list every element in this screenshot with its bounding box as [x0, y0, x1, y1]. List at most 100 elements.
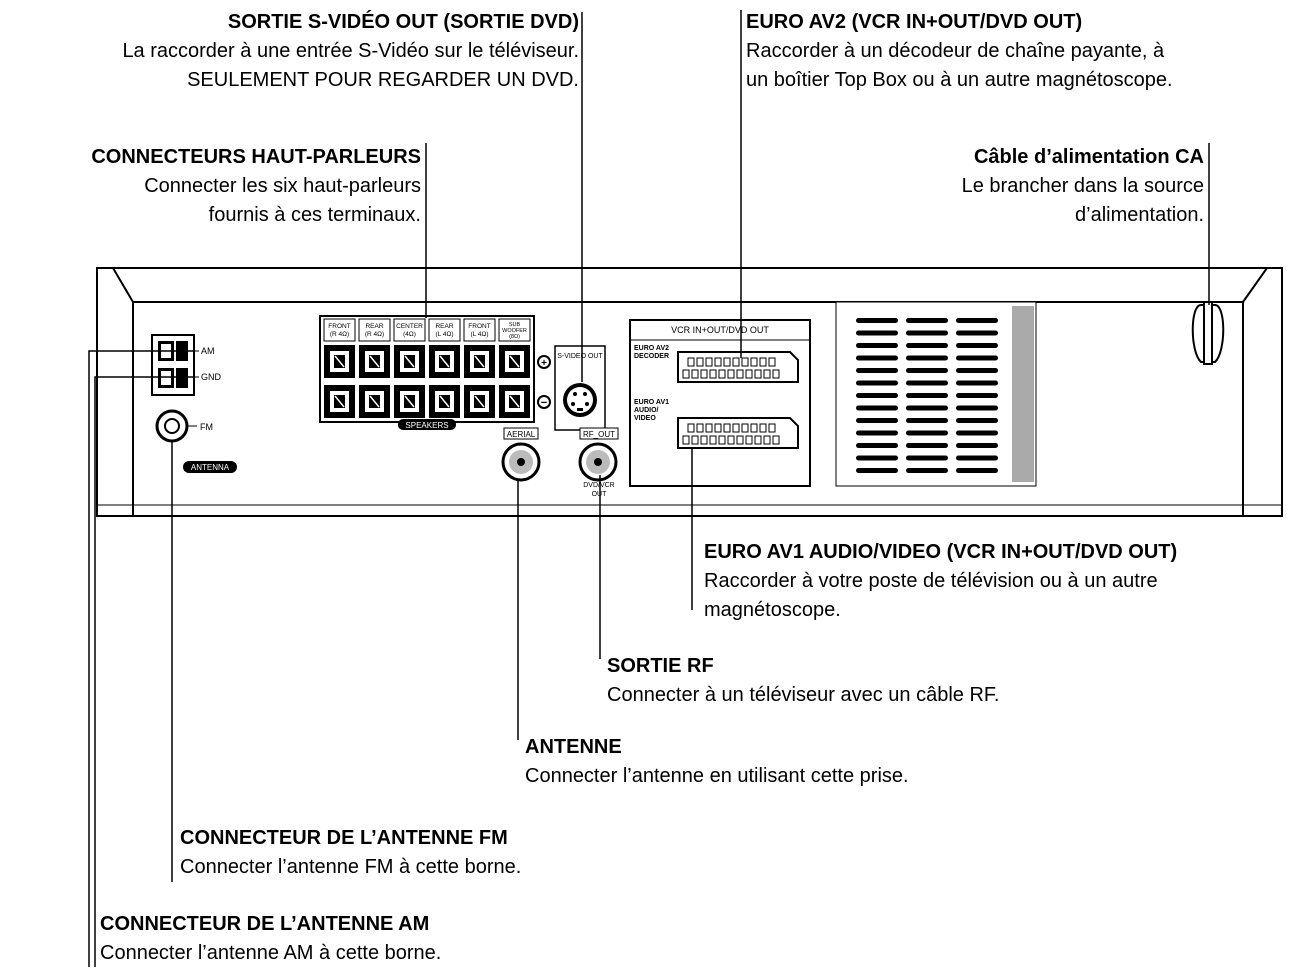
callout-fm-line1: Connecter l’antenne FM à cette borne.	[180, 856, 522, 878]
vent-slot	[906, 455, 948, 461]
callout-power-line2: d’alimentation.	[1075, 204, 1204, 226]
vent-slot	[906, 355, 948, 361]
speaker-label-text: (L 4Ω)	[471, 331, 489, 338]
speaker-label-text: REAR	[365, 323, 383, 330]
speaker-terminal	[464, 345, 495, 378]
callout-svideo-line1: La raccorder à une entrée S-Vidéo sur le…	[122, 40, 579, 62]
callout-rf-out: SORTIE RF Connecter à un téléviseur avec…	[607, 652, 999, 710]
callout-euro-av2-line1: Raccorder à un décodeur de chaîne payant…	[746, 40, 1165, 62]
euro-av1-audio-label: AUDIO/	[634, 407, 659, 414]
vent-slot	[956, 455, 998, 461]
vent-slot	[856, 443, 898, 448]
speaker-terminal	[324, 385, 355, 418]
svideo-out-connector: S-VIDEO OUT	[554, 345, 606, 431]
vent-slot	[856, 468, 898, 473]
callout-euro-av1-title: EURO AV1 AUDIO/VIDEO (VCR IN+OUT/DVD OUT…	[704, 541, 1178, 563]
aerial-label: AERIAL	[507, 430, 536, 439]
speaker-label-text: REAR	[435, 323, 453, 330]
callout-power: Câble d’alimentation CA Le brancher dans…	[962, 143, 1204, 230]
vent-slot	[856, 393, 898, 398]
callout-svideo-title: SORTIE S-VIDÉO OUT (SORTIE DVD)	[227, 11, 579, 33]
vent-slot	[956, 418, 998, 423]
callout-power-line1: Le brancher dans la source	[961, 175, 1204, 197]
vent-slot	[906, 468, 948, 473]
speaker-terminal	[464, 385, 495, 418]
vent-slot	[906, 343, 948, 348]
speaker-terminal	[324, 345, 355, 378]
speaker-label-text: (4Ω)	[403, 331, 416, 338]
callout-fm-title: CONNECTEUR DE L’ANTENNE FM	[180, 827, 508, 849]
am-gnd-terminal: AM GND	[151, 334, 222, 396]
speaker-label-box	[323, 318, 356, 342]
vcr-header-label: VCR IN+OUT/DVD OUT	[671, 325, 769, 335]
callout-speakers: CONNECTEURS HAUT-PARLEURS Connecter les …	[91, 143, 421, 230]
speaker-label-box	[498, 318, 531, 342]
callout-euro-av1-line1: Raccorder à votre poste de télévision ou…	[704, 570, 1158, 592]
vent-slot	[956, 468, 998, 473]
callout-speakers-line2: fournis à ces terminaux.	[208, 204, 421, 226]
vent-slot	[906, 318, 948, 323]
callout-euro-av2: EURO AV2 (VCR IN+OUT/DVD OUT) Raccorder …	[746, 8, 1173, 95]
power-cable	[1191, 301, 1225, 365]
euro-av2-label: EURO AV2	[634, 345, 669, 352]
speaker-terminal	[394, 345, 425, 378]
callout-fm: CONNECTEUR DE L’ANTENNE FM Connecter l’a…	[180, 824, 521, 882]
speaker-label-box	[393, 318, 426, 342]
vent-slot	[906, 380, 948, 386]
vent-slot	[956, 318, 998, 323]
speaker-label-text: (R 4Ω)	[365, 331, 384, 338]
scart-connector	[677, 351, 799, 383]
chassis	[96, 267, 1283, 517]
callout-euro-av2-line2: un boîtier Top Box ou à un autre magnéto…	[746, 69, 1173, 91]
leader-lines	[88, 10, 1210, 967]
aerial-connector: AERIAL	[501, 427, 541, 482]
vent-slot	[956, 393, 998, 398]
ventilation-grille	[835, 301, 1037, 487]
vent-slot	[906, 393, 948, 398]
euro-av1-label: EURO AV1	[634, 399, 669, 406]
speaker-label-box	[428, 318, 461, 342]
vent-slot	[956, 343, 998, 348]
callout-euro-av2-title: EURO AV2 (VCR IN+OUT/DVD OUT)	[746, 11, 1083, 33]
rf-out-connector: RF_OUT DVD/VCR OUT	[578, 427, 619, 498]
vent-slot	[906, 430, 948, 436]
vent-slot	[856, 430, 898, 436]
dvd-vcr-label: DVD/VCR	[583, 482, 615, 489]
callout-svideo-line2: SEULEMENT POUR REGARDER UN DVD.	[187, 69, 579, 91]
vent-slot	[906, 405, 948, 411]
vent-slot	[856, 318, 898, 323]
speaker-label-text: (8Ω)	[509, 334, 520, 340]
speaker-label-box	[358, 318, 391, 342]
speaker-label-text: CENTER	[396, 323, 423, 330]
speaker-terminal	[359, 345, 390, 378]
callout-am: CONNECTEUR DE L’ANTENNE AM Connecter l’a…	[100, 910, 441, 968]
callout-antenna: ANTENNE Connecter l’antenne en utilisant…	[525, 733, 909, 791]
svg-text:+: +	[541, 358, 547, 369]
antenna-panel-label: ANTENNA	[191, 463, 230, 472]
fm-label: FM	[200, 422, 213, 432]
speaker-terminal	[429, 385, 460, 418]
callout-rf-out-line1: Connecter à un téléviseur avec un câble …	[607, 684, 1000, 706]
gnd-label: GND	[201, 372, 222, 382]
callout-antenna-title: ANTENNE	[525, 736, 622, 758]
vent-slot	[956, 405, 998, 411]
vent-slot	[956, 443, 998, 448]
speaker-terminal	[359, 385, 390, 418]
callout-am-title: CONNECTEUR DE L’ANTENNE AM	[100, 913, 430, 935]
speaker-label-text: (L 4Ω)	[436, 331, 454, 338]
vent-slot	[856, 368, 898, 373]
vent-slot	[956, 330, 998, 336]
speaker-terminal	[499, 345, 530, 378]
vent-slot	[856, 343, 898, 348]
speaker-label-text: (R 4Ω)	[330, 331, 349, 338]
vent-slot	[856, 330, 898, 336]
speaker-terminal	[429, 345, 460, 378]
vent-slot	[956, 355, 998, 361]
speaker-label-text: FRONT	[468, 323, 490, 330]
callout-speakers-line1: Connecter les six haut-parleurs	[144, 175, 421, 197]
vent-slot	[956, 368, 998, 373]
vent-slot	[856, 355, 898, 361]
speaker-terminal-block: FRONT(R 4Ω)REAR(R 4Ω)CENTER(4Ω)REAR(L 4Ω…	[319, 315, 551, 430]
scart-panel: VCR IN+OUT/DVD OUT EURO AV2 DECODER EURO…	[629, 319, 811, 487]
speaker-label-box	[463, 318, 496, 342]
